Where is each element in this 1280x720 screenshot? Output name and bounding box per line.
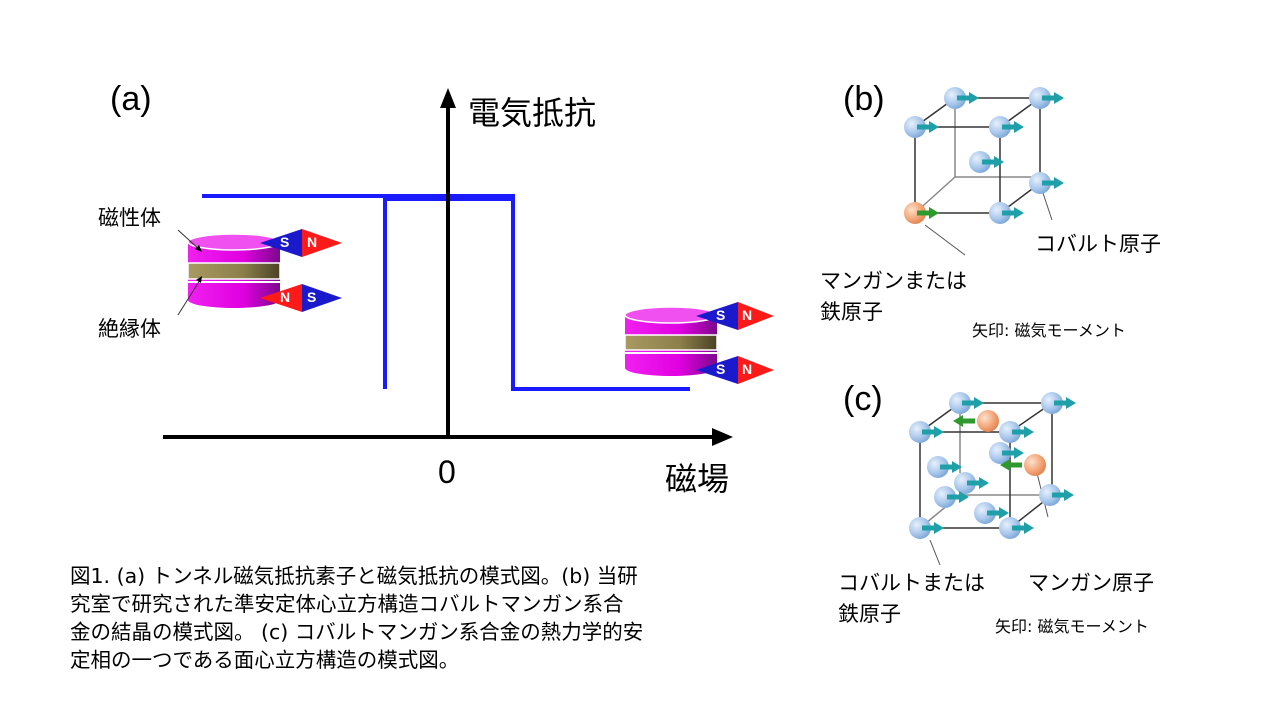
- right-bottom-magnet-n: N: [742, 361, 753, 377]
- caption-line-3: 金の結晶の模式図。 (c) コバルトマンガン系合金の熱力学的安: [70, 620, 644, 644]
- co-atom: [944, 87, 979, 109]
- left-top-magnet-s: S: [280, 234, 290, 250]
- magnetic-layer-label: 磁性体: [98, 206, 161, 230]
- insulator-label: 絶縁体: [98, 317, 161, 341]
- magnetic-moment-arrow-icon: [1052, 489, 1074, 501]
- magnetic-moment-arrow-icon: [1000, 459, 1022, 471]
- caption-line-1: 図1. (a) トンネル磁気抵抗素子と磁気抵抗の模式図。(b) 当研: [70, 564, 638, 588]
- co-atom: [904, 116, 939, 138]
- cobalt-atom-label: コバルト原子: [1035, 232, 1161, 256]
- co-atom: [989, 202, 1024, 224]
- caption-line-4: 定相の一つである面心立方構造の模式図。: [70, 648, 460, 672]
- y-axis-arrowhead: [440, 88, 456, 108]
- magnetic-moment-arrow-icon: [1012, 426, 1034, 438]
- left-top-magnet-n: N: [307, 234, 318, 250]
- right-bottom-magnet: [696, 356, 774, 384]
- magnetic-moment-arrow-icon: [917, 121, 939, 133]
- magnetic-moment-arrow-icon: [1002, 121, 1024, 133]
- magnetic-moment-arrow-icon: [957, 92, 979, 104]
- x-axis-arrowhead: [712, 428, 733, 446]
- magnetic-moment-arrow-icon: [953, 415, 975, 427]
- left-top-magnet: [260, 229, 342, 257]
- origin-label: 0: [438, 454, 456, 490]
- resistance-curve: [202, 194, 690, 391]
- left-bottom-magnet: [260, 284, 342, 312]
- right-tmr-device: [624, 302, 774, 384]
- co-fe-atom-label-line1: コバルトまたは: [838, 571, 985, 595]
- left-bottom-magnet-s: S: [307, 289, 317, 305]
- magnetic-moment-arrow-icon: [987, 507, 1009, 519]
- mn-atom: [904, 202, 939, 224]
- mn-atom: [1000, 454, 1046, 476]
- co-atom: [999, 421, 1034, 443]
- co-atom: [1029, 172, 1064, 194]
- right-top-magnet: [696, 302, 774, 330]
- right-top-magnet-n: N: [742, 307, 753, 323]
- magnetic-moment-arrow-icon: [1042, 92, 1064, 104]
- co-atom: [954, 472, 989, 494]
- panel-b-arrow-note: 矢印: 磁気モーメント: [972, 321, 1126, 340]
- y-axis-label: 電気抵抗: [468, 94, 597, 132]
- magnetic-moment-arrow-icon: [917, 207, 939, 219]
- co-atom: [989, 442, 1024, 464]
- figure-caption: 図1. (a) トンネル磁気抵抗素子と磁気抵抗の模式図。(b) 当研 究室で研究…: [70, 562, 760, 674]
- magnetic-moment-arrow-icon: [940, 461, 962, 473]
- curve-upper-branch: [202, 194, 690, 391]
- right-bottom-magnet-s: S: [716, 361, 726, 377]
- co-atom: [934, 486, 969, 508]
- panel-c-arrow-note: 矢印: 磁気モーメント: [995, 617, 1149, 636]
- panel-a-label: (a): [110, 80, 152, 118]
- magnetic-moment-arrow-icon: [982, 156, 1004, 168]
- caption-line-2: 究室で研究された準安定体心立方構造コバルトマンガン系合: [70, 592, 624, 616]
- magnetic-moment-arrow-icon: [1042, 177, 1064, 189]
- right-top-magnet-s: S: [716, 307, 726, 323]
- co-atom: [974, 502, 1009, 524]
- magnetic-moment-arrow-icon: [967, 477, 989, 489]
- magnetic-moment-arrow-icon: [1002, 207, 1024, 219]
- co-atom: [909, 421, 944, 443]
- magnetic-moment-arrow-icon: [922, 522, 944, 534]
- co-atom: [1029, 87, 1064, 109]
- x-axis-label: 磁場: [665, 460, 730, 498]
- manganese-atom-label: マンガン原子: [1028, 571, 1154, 595]
- co-atom: [1039, 484, 1074, 506]
- mn-fe-atom-label-line2: 鉄原子: [820, 300, 883, 324]
- co-atom: [909, 517, 944, 539]
- left-tmr-device: [177, 229, 342, 316]
- co-atom: [927, 456, 962, 478]
- curve-lower-branch: [383, 197, 513, 389]
- magnetic-moment-arrow-icon: [962, 397, 984, 409]
- panel-b-label: (b): [843, 80, 885, 118]
- co-atom: [1041, 392, 1076, 414]
- co-atom: [999, 517, 1034, 539]
- fcc-crystal: [909, 392, 1076, 565]
- axes: [163, 88, 733, 446]
- panel-c-label: (c): [843, 380, 883, 418]
- co-atom: [989, 116, 1024, 138]
- left-bottom-magnet-n: N: [280, 289, 291, 305]
- mn-fe-atom-label-line1: マンガンまたは: [820, 269, 967, 293]
- bcc-crystal: [904, 87, 1064, 256]
- magnetic-moment-arrow-icon: [922, 426, 944, 438]
- mn-atom: [953, 410, 999, 432]
- magnetic-moment-arrow-icon: [1054, 397, 1076, 409]
- magnetic-moment-arrow-icon: [1012, 522, 1034, 534]
- magnetic-moment-arrow-icon: [1002, 447, 1024, 459]
- co-atom: [949, 392, 984, 414]
- magnetic-moment-arrow-icon: [947, 491, 969, 503]
- co-fe-atom-label-line2: 鉄原子: [838, 602, 901, 626]
- panel-a-graph: [163, 88, 774, 446]
- co-atom: [969, 151, 1004, 173]
